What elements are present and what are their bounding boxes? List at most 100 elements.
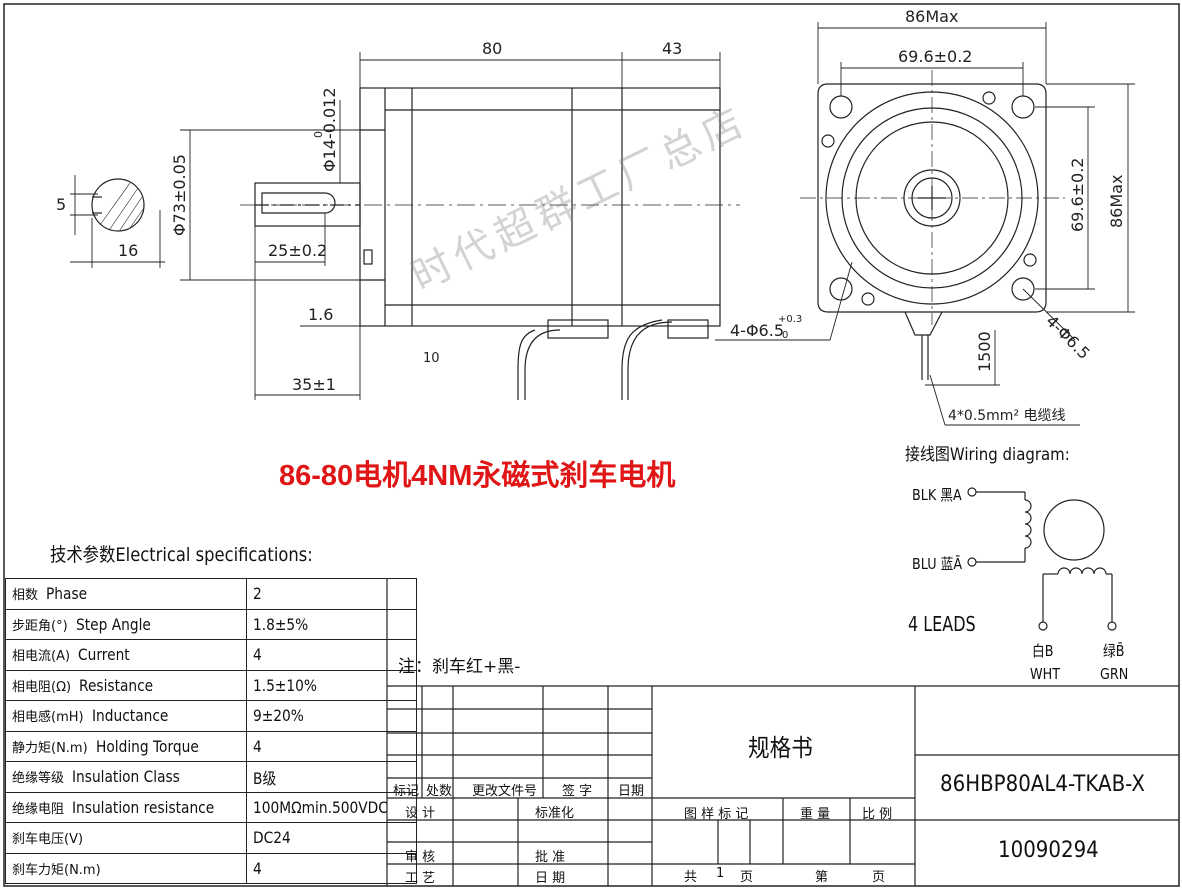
tb-sheet-prefix: 第 (815, 870, 829, 885)
spec-name-cn: 绝缘等级 (12, 771, 65, 787)
side-view (240, 87, 740, 400)
dim-misc-mark: 10 (423, 351, 440, 366)
spec-value-cell: 4 (246, 730, 417, 762)
dim-key-width: 5 (56, 195, 66, 214)
spec-value-cell: 4 (246, 852, 417, 884)
spec-name-cn: 步距角(°) (12, 618, 68, 634)
dim-mount-holes: 4-Φ6.5 (730, 321, 784, 340)
spec-name-cell: 相电感(mH) Inductance (5, 700, 247, 732)
spec-name-cell: 静力矩(N.m) Holding Torque (5, 730, 247, 762)
dim-mount-holes-tol: +0.3 (778, 314, 802, 325)
spec-row: 相电感(mH) Inductance 9±20% (5, 700, 417, 732)
spec-name-en: Inductance (91, 706, 168, 726)
spec-row: 绝缘等级 Insulation Class B级 (5, 761, 417, 793)
spec-table: 相数 Phase 2 步距角(°) Step Angle 1.8±5% 相电流(A) Curr… (5, 578, 417, 884)
spec-name-cell: 相电流(A) Current (5, 639, 247, 671)
spec-row: 绝缘电阻 Insulation resistance 100MΩmin.500VDC (5, 791, 417, 823)
drawing-number: 10090294 (998, 838, 1099, 863)
tb-process: 工 艺 (405, 871, 436, 886)
wire-white-cn: 白B (1032, 642, 1054, 660)
dim-pilot-dia: Φ73±0.05 (170, 154, 189, 236)
page-title: 86-80电机4NM永磁式刹车电机 (279, 460, 676, 492)
dim-lead-length: 1500 (975, 331, 994, 372)
brake-note: 注：刹车红+黑- (398, 657, 521, 677)
sheet-border (3, 3, 1180, 887)
spec-name-cell: 绝缘电阻 Insulation resistance (5, 791, 247, 823)
dim-hole-spacing-v: 69.6±0.2 (1068, 158, 1087, 232)
spec-value: 2 (253, 584, 262, 604)
spec-name-en: Holding Torque (95, 736, 199, 756)
wire-white-en: WHT (1030, 665, 1060, 683)
side-dimensions (180, 52, 721, 400)
tb-count: 处数 (426, 784, 453, 799)
tb-sheet-word: 页 (872, 870, 886, 885)
dim-shaft-dia: Φ14-0.012 (320, 87, 339, 172)
dim-hole-spacing: 69.6±0.2 (898, 47, 972, 66)
spec-name-cn: 绝缘电阻 (12, 801, 65, 817)
spec-value-cell: 4 (246, 639, 417, 671)
wire-blk-label: BLK 黑A (912, 486, 962, 504)
dimension-labels: 80 43 86Max 69.6±0.2 25±0.2 1.6 35±1 16 … (56, 7, 1126, 424)
spec-value-cell: B级 (246, 761, 417, 793)
spec-name-en: Phase (46, 584, 88, 604)
tb-drawing-mark: 图 样 标 记 (684, 807, 749, 822)
dim-body-length: 80 (482, 39, 502, 58)
spec-name-en: Insulation Class (72, 767, 180, 787)
spec-row: 静力矩(N.m) Holding Torque 4 (5, 730, 417, 762)
tb-scale: 比 例 (862, 807, 893, 822)
spec-value-cell: 2 (246, 578, 417, 610)
spec-name-cn: 静力矩(N.m) (12, 740, 88, 756)
tb-date: 日期 (618, 784, 645, 799)
spec-value: 4 (253, 858, 262, 878)
dim-key-depth: 16 (118, 241, 138, 260)
spec-name-cn: 相电阻(Ω) (12, 679, 72, 695)
spec-name-cell: 绝缘等级 Insulation Class (5, 761, 247, 793)
spec-name-cn: 相电流(A) (12, 649, 71, 665)
spec-name-cell: 刹车力矩(N.m) (5, 852, 247, 884)
spec-value: 9±20% (253, 706, 304, 726)
tb-approve: 批 准 (535, 850, 566, 865)
doc-name: 规格书 (748, 734, 813, 762)
spec-value: 1.5±10% (253, 675, 318, 695)
spec-name-en: Resistance (79, 675, 154, 695)
spec-name-en: Current (78, 645, 130, 665)
dim-shaft-length: 35±1 (292, 375, 336, 394)
spec-row: 刹车电压(V) DC24 (5, 822, 417, 854)
spec-value: DC24 (253, 828, 291, 848)
front-dimensions (715, 22, 1135, 426)
spec-name-cn: 刹车电压(V) (12, 832, 84, 848)
front-view (800, 70, 1065, 380)
spec-row: 相数 Phase 2 (5, 578, 417, 610)
dim-brake-length: 43 (662, 39, 682, 58)
spec-name-cell: 相电阻(Ω) Resistance (5, 669, 247, 701)
spec-value: 4 (253, 736, 262, 756)
tb-standardization: 标准化 (535, 806, 575, 821)
spec-value: 100MΩmin.500VDC (253, 797, 388, 817)
spec-name-en: Insulation resistance (72, 797, 215, 817)
dim-flange-thick: 1.6 (308, 305, 333, 324)
spec-name-cn: 相数 (12, 588, 39, 604)
spec-name-cell: 相数 Phase (5, 578, 247, 610)
spec-value-cell: 100MΩmin.500VDC (246, 791, 417, 823)
spec-value-cell: 9±20% (246, 700, 417, 732)
spec-value: 4 (253, 645, 262, 665)
spec-name-en: Step Angle (75, 614, 151, 634)
wire-green-cn: 绿B̄ (1103, 642, 1125, 660)
shaft-section (70, 175, 165, 268)
model-number: 86HBP80AL4-TKAB-X (940, 772, 1145, 797)
tb-total: 1 (716, 866, 725, 881)
tb-date2: 日 期 (535, 871, 566, 886)
spec-value-cell: 1.5±10% (246, 669, 417, 701)
tb-weight: 重 量 (800, 807, 831, 822)
tb-page-word: 页 (740, 870, 754, 885)
spec-value: 1.8±5% (253, 614, 309, 634)
wiring-diagram (967, 487, 1117, 631)
spec-name-cn: 相电感(mH) (12, 710, 84, 726)
tb-mark: 标记 (393, 784, 420, 799)
dim-mount-holes-tol-lower: 0 (782, 330, 788, 341)
tb-signature: 签 字 (562, 784, 593, 799)
spec-name-cn: 刹车力矩(N.m) (12, 862, 101, 878)
dim-cable: 4*0.5mm² 电缆线 (948, 408, 1066, 424)
tb-total-prefix: 共 (684, 870, 698, 885)
